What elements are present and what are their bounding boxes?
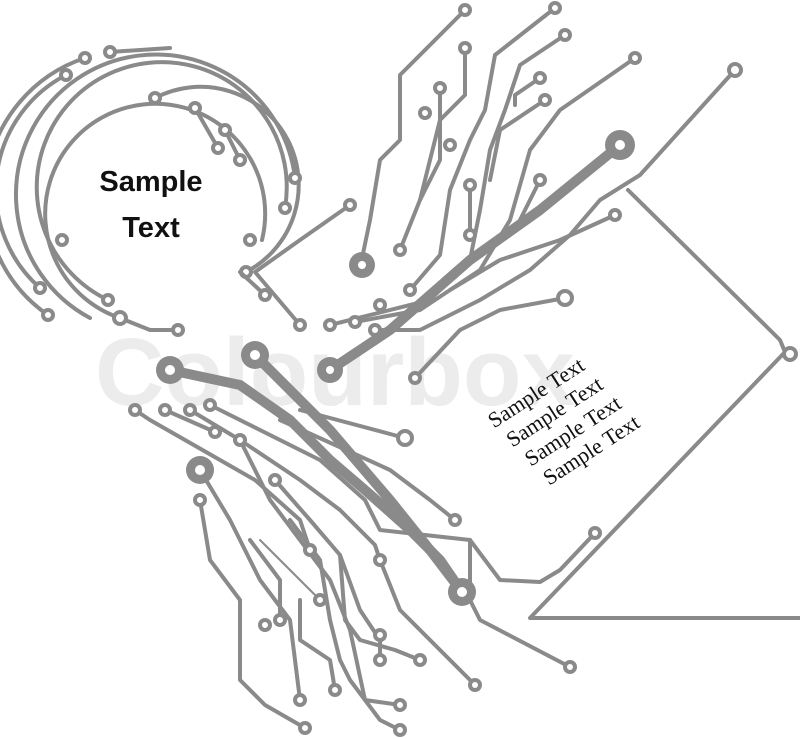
- upper-trace-bundle: [238, 1, 743, 385]
- title-line-1: Sample: [99, 166, 202, 198]
- circular-traces: [0, 45, 302, 337]
- title-line-2: Text: [122, 212, 180, 244]
- lower-trace-bundle: [128, 341, 602, 737]
- text-frame: [528, 188, 800, 620]
